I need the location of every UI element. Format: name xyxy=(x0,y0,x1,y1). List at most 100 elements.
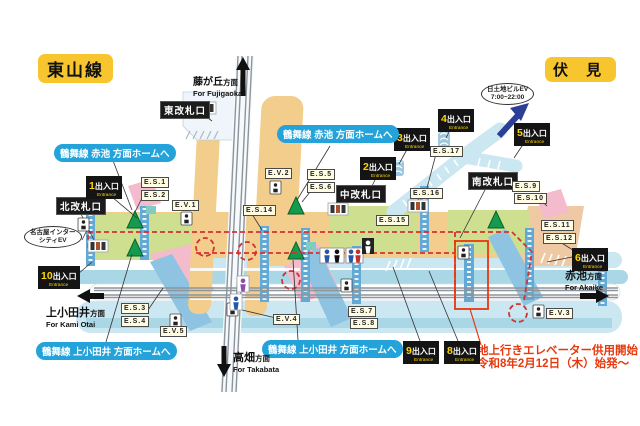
line-title-badge: 東山線 xyxy=(38,54,113,83)
direction-jp: 高畑 xyxy=(233,352,255,364)
takabata-arrow-icon xyxy=(217,346,231,377)
exit-number: 8 xyxy=(447,345,453,357)
exit-number: 6 xyxy=(575,252,581,264)
facility-label-es14: E.S.14 xyxy=(243,205,277,216)
exit-label: 出入口 xyxy=(52,272,77,281)
direction-jp: 上小田井 xyxy=(46,307,90,319)
facility-label-es2: E.S.2 xyxy=(141,190,170,201)
facility-label-es16: E.S.16 xyxy=(410,188,444,199)
direction-suffix: 方面 xyxy=(587,272,602,281)
exit-label: 出入口 xyxy=(580,254,605,263)
exit-label: 出入口 xyxy=(452,347,477,356)
gate-badge-east: 東改札口 xyxy=(160,101,211,119)
station-staff-icon xyxy=(362,238,374,254)
station-title-badge: 伏 見 xyxy=(545,57,617,82)
exit-number: 9 xyxy=(406,345,412,357)
platform-link-tsurumai-kamiotai-2: 鶴舞線 上小田井 方面ホームへ xyxy=(262,340,403,358)
platform-link-tsurumai-kamiotai-1: 鶴舞線 上小田井 方面ホームへ xyxy=(36,342,177,360)
akaike-arrow-icon xyxy=(580,289,609,303)
note-line: 7:00~22:00 xyxy=(490,94,525,101)
fujigaoka-arrow-icon xyxy=(236,57,250,96)
escalator-triangles xyxy=(126,195,505,260)
direction-arrows xyxy=(77,57,609,377)
facility-label-es15: E.S.15 xyxy=(376,215,410,226)
facility-label-es1: E.S.1 xyxy=(141,177,170,188)
gate-badge-central: 中改札口 xyxy=(336,185,387,203)
exit-label-en: Entrance xyxy=(455,357,475,363)
exit-label: 出入口 xyxy=(411,347,436,356)
exit-number: 4 xyxy=(441,113,447,125)
elevator-highlight-box xyxy=(454,240,489,346)
facility-label-es8: E.S.8 xyxy=(350,318,379,329)
facility-label-es17: E.S.17 xyxy=(430,146,464,157)
facility-label-es10: E.S.10 xyxy=(514,193,548,204)
facility-label-es5: E.S.5 xyxy=(307,169,336,180)
direction-sign-takabata: 高畑方面 For Takabata xyxy=(233,348,279,374)
direction-en: For Kami Otai xyxy=(46,320,96,329)
exit-number: 2 xyxy=(363,161,369,173)
facility-label-ev1: E.V.1 xyxy=(172,200,200,211)
exit-label: 出入口 xyxy=(402,134,427,143)
facility-label-ev4: E.V.4 xyxy=(273,314,301,325)
note-line: 名古屋インター xyxy=(30,229,76,236)
toilet-icon xyxy=(345,247,364,264)
nittochi-ev-arrow-icon xyxy=(496,103,529,139)
note-line: 日土地ビルEV xyxy=(487,86,529,93)
direction-en: For Takabata xyxy=(233,365,280,374)
facility-label-es9: E.S.9 xyxy=(512,181,541,192)
exit-label: 出入口 xyxy=(446,115,471,124)
note-line: シティEV xyxy=(38,237,67,244)
rail-tracks xyxy=(94,55,618,393)
facility-label-ev5: E.V.5 xyxy=(160,326,188,337)
gate-badge-north: 北改札口 xyxy=(56,197,107,215)
exit-number: 1 xyxy=(89,180,95,192)
notice-line-1: 地上行きエレベーター供用開始 xyxy=(477,345,638,357)
exit-number: 3 xyxy=(397,132,403,144)
exit-label: 出入口 xyxy=(522,129,547,138)
direction-jp: 藤が丘 xyxy=(193,77,223,88)
facility-label-ev3: E.V.3 xyxy=(546,308,574,319)
exit-label-en: Entrance xyxy=(583,264,603,270)
exit-label-en: Entrance xyxy=(49,282,69,288)
facility-label-es12: E.S.12 xyxy=(543,233,577,244)
exit-label-en: Entrance xyxy=(97,192,117,198)
exit-label-en: Entrance xyxy=(414,357,434,363)
direction-sign-akaike: 赤池方面 For Akaike xyxy=(565,266,603,292)
facility-label-ev2: E.V.2 xyxy=(265,168,293,179)
kami-otai-arrow-icon xyxy=(77,289,104,303)
platform-link-tsurumai-akaike-2: 鶴舞線 赤池 方面ホームへ xyxy=(277,125,399,143)
facility-label-es6: E.S.6 xyxy=(307,182,336,193)
facility-icons xyxy=(77,101,545,328)
exit-number: 5 xyxy=(517,127,523,139)
exit-label: 出入口 xyxy=(94,182,119,191)
exit-label-en: Entrance xyxy=(525,139,545,145)
direction-suffix: 方面 xyxy=(255,354,270,363)
accessible-toilet-icon xyxy=(319,247,345,264)
notice-line-2: 令和8年2月12日（木）始発～ xyxy=(477,358,630,370)
facility-label-es3: E.S.3 xyxy=(121,303,150,314)
facility-label-es11: E.S.11 xyxy=(541,220,574,231)
facility-label-es7: E.S.7 xyxy=(348,306,377,317)
band-gap-1 xyxy=(190,268,300,271)
direction-jp: 赤池 xyxy=(565,270,587,282)
facility-label-es4: E.S.4 xyxy=(121,316,150,327)
elevator-service-notice: 地上行きエレベーター供用開始 令和8年2月12日（木）始発～ xyxy=(477,345,638,371)
band-gap-2 xyxy=(190,297,300,300)
exit-label-en: Entrance xyxy=(449,125,469,131)
exit-label-en: Entrance xyxy=(371,173,391,179)
direction-en: For Akaike xyxy=(565,283,604,292)
direction-suffix: 方面 xyxy=(223,78,238,87)
